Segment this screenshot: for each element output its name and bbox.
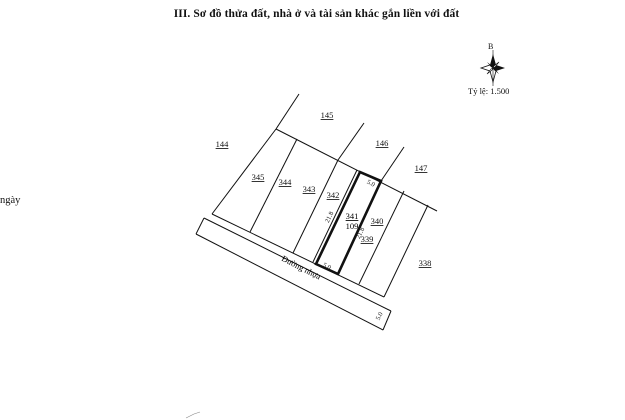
parcel-147: 147 <box>415 163 428 173</box>
parcel-145: 145 <box>321 110 334 120</box>
dimension-left-depth: 21.8 <box>324 211 335 224</box>
parcel-341-area: 109 <box>346 221 359 231</box>
side-text-fragment: ngày <box>0 195 21 206</box>
dimension-top-width: 5.0 <box>365 179 375 189</box>
compass-north-letter: B <box>488 42 494 51</box>
parcel-146: 146 <box>376 138 389 148</box>
parcel-340: 340 <box>371 216 384 226</box>
dimension-road-width: 5.0 <box>375 311 385 321</box>
parcel-144: 144 <box>216 139 230 149</box>
dimension-right-depth: 21.8 <box>355 227 366 240</box>
scan-mark <box>185 411 201 419</box>
parcel-344: 344 <box>279 177 293 187</box>
highlighted-parcel-341 <box>314 170 383 276</box>
parcel-338: 338 <box>419 258 432 268</box>
parcel-342: 342 <box>327 190 340 200</box>
lot-dividers <box>211 93 429 298</box>
parcel-343: 343 <box>303 184 316 194</box>
front-boundary-line <box>211 213 385 298</box>
road-strip <box>195 217 392 331</box>
parcel-341: 341 <box>346 211 359 221</box>
parcel-345: 345 <box>252 172 265 182</box>
lot-divider-342-343 <box>312 169 358 263</box>
dimension-bottom-width: 5.0 <box>321 262 331 272</box>
page-title: III. Sơ đồ thửa đất, nhà ở và tài sản kh… <box>173 8 460 20</box>
scale-label: Tỷ lệ: 1.500 <box>468 86 510 96</box>
compass-rose-icon <box>479 50 505 86</box>
parcel-339: 339 <box>361 234 374 244</box>
